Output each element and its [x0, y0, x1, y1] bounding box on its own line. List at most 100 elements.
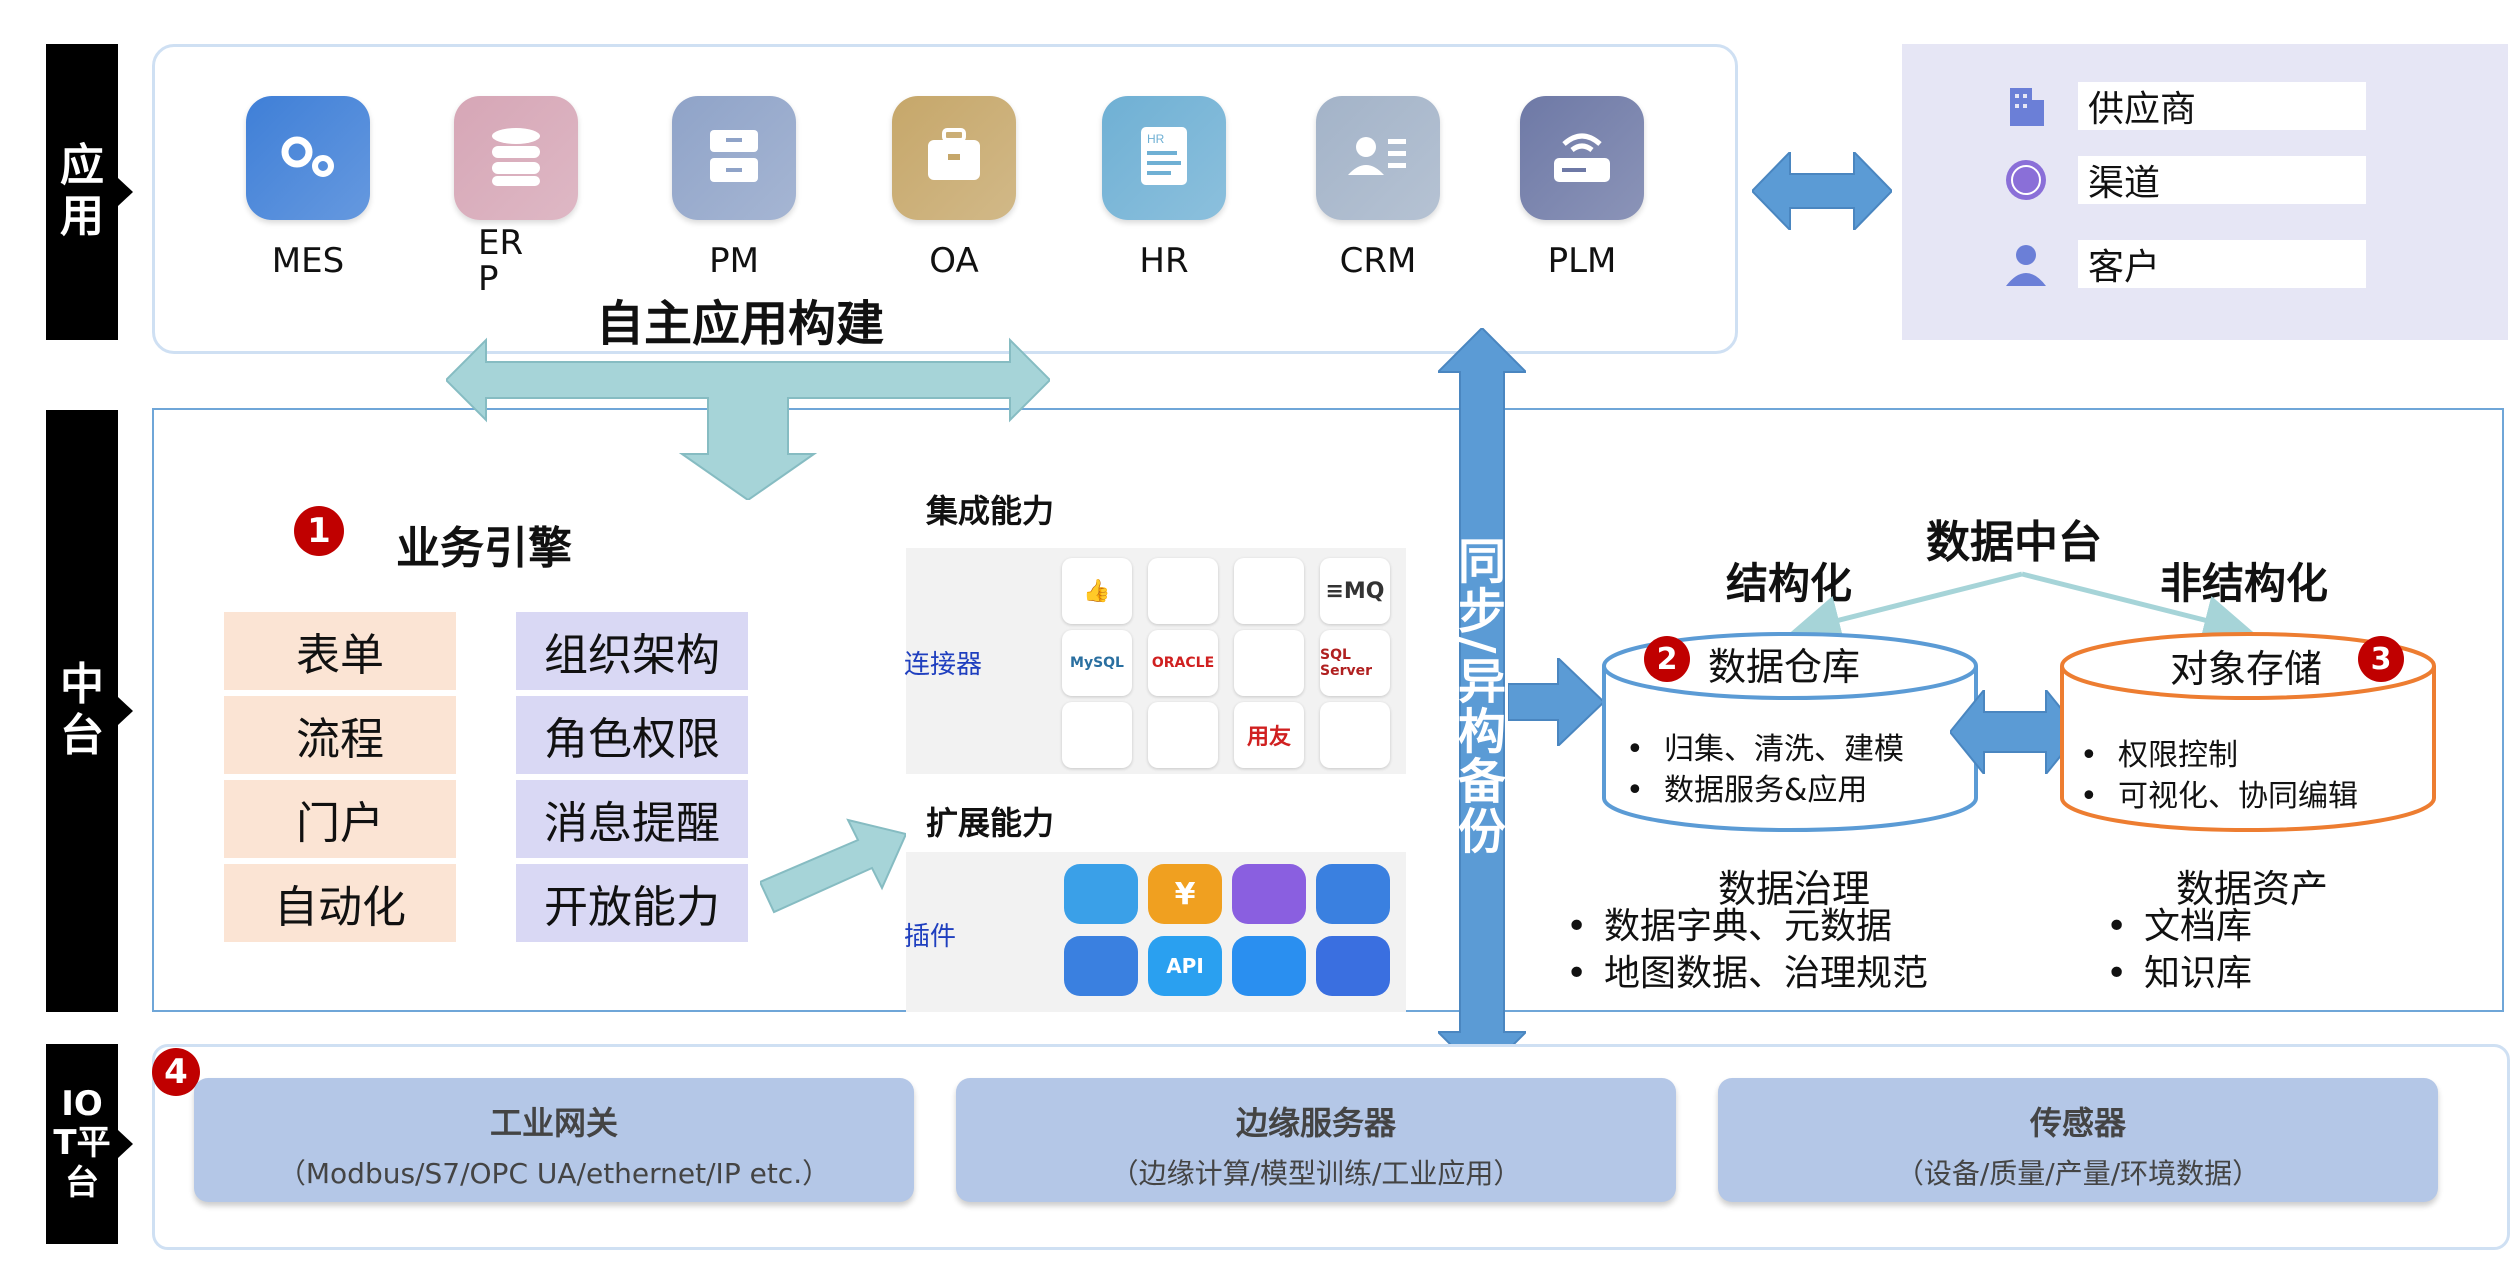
layer-label-iot: IOT平台: [46, 1044, 133, 1244]
data-platform-title: 数据中台: [1926, 517, 2102, 568]
data-platform-branch-lines: [1790, 571, 2254, 640]
connector-label: 连接器: [904, 650, 983, 680]
list-item: 数据字典、元数据: [1566, 904, 1928, 951]
layer-label-middle: 中台: [46, 410, 133, 1012]
iot-number-badge: 4: [152, 1048, 200, 1096]
iot-box: 边缘服务器（边缘计算/模型训练/工业应用）: [956, 1078, 1676, 1202]
list-item: 地图数据、治理规范: [1566, 951, 1928, 998]
connector-icon: ≡MQ: [1320, 558, 1390, 624]
contact-card-app-tile: [1316, 96, 1440, 220]
governance-items: 数据字典、元数据地图数据、治理规范: [1566, 904, 1928, 998]
external-row: 渠道: [2004, 156, 2366, 204]
sync-to-warehouse-arrow: [1508, 658, 1604, 746]
engine-title: 业务引擎: [396, 523, 572, 574]
database-icon: [486, 124, 546, 192]
integration-title: 集成能力: [926, 492, 1055, 530]
app-label: MES: [271, 241, 345, 281]
plugin-icon: [1064, 864, 1138, 924]
contact-card-icon: [1346, 129, 1410, 187]
connector-icon: SQL Server: [1320, 630, 1390, 696]
engine-module: 流程: [224, 696, 456, 774]
app-label: OA: [929, 241, 979, 281]
connector-icon: [1062, 702, 1132, 768]
router-app-tile: [1520, 96, 1644, 220]
engine-module: 开放能力: [516, 864, 748, 942]
layer-label-middle-text: 中台: [60, 659, 104, 761]
layer-label-app: 应用: [46, 44, 133, 340]
database-app-tile: [454, 96, 578, 220]
plugin-icon: [1232, 864, 1306, 924]
app-label: ER P: [478, 223, 524, 299]
engine-to-extension-arrow: [760, 818, 906, 914]
cabinet-icon: [704, 126, 764, 190]
engine-module: 自动化: [224, 864, 456, 942]
app-label: HR: [1139, 241, 1189, 281]
warehouse-title: 数据仓库: [1708, 645, 1861, 689]
external-label: 客户: [2078, 240, 2366, 288]
plugin-icon: ¥: [1148, 864, 1222, 924]
sync-backup-label: 同步/异构备份: [1449, 536, 1505, 856]
list-item: 可视化、协同编辑: [2080, 777, 2358, 818]
plugin-icon: [1064, 936, 1138, 996]
plugin-label: 插件: [904, 922, 957, 952]
connector-icon: ORACLE: [1148, 630, 1218, 696]
gear-app-tile: [246, 96, 370, 220]
plugin-icon: [1316, 936, 1390, 996]
object-storage-items: 权限控制可视化、协同编辑: [2080, 736, 2358, 817]
document-icon: HR: [1139, 125, 1189, 191]
iot-box-title: 边缘服务器: [1235, 1104, 1396, 1142]
connector-icon: [1234, 558, 1304, 624]
engine-module: 表单: [224, 612, 456, 690]
connector-icon: 👍: [1062, 558, 1132, 624]
seal-icon: [2004, 158, 2048, 202]
iot-box-title: 工业网关: [489, 1104, 618, 1142]
engine-module: 组织架构: [516, 612, 748, 690]
engine-module: 消息提醒: [516, 780, 748, 858]
briefcase-app-tile: [892, 96, 1016, 220]
list-item: 文档库: [2106, 904, 2252, 951]
building-icon: [2004, 84, 2048, 128]
engine-module: 门户: [224, 780, 456, 858]
layer-label-iot-text: IOT平台: [53, 1084, 111, 1203]
sync-backup-arrow: [1438, 328, 1526, 1076]
list-item: 知识库: [2106, 951, 2252, 998]
plugin-icon: [1316, 864, 1390, 924]
connector-icon: [1148, 558, 1218, 624]
external-label: 渠道: [2078, 156, 2366, 204]
briefcase-icon: [924, 128, 984, 188]
assets-items: 文档库知识库: [2106, 904, 2252, 998]
iot-box-subtitle: （设备/质量/产量/环境数据）: [1895, 1157, 2261, 1190]
plugin-icon: API: [1148, 936, 1222, 996]
svg-text:HR: HR: [1147, 132, 1165, 146]
iot-box-title: 传感器: [2029, 1104, 2126, 1142]
connector-icon: [1320, 702, 1390, 768]
app-label: PM: [709, 241, 759, 281]
layer-label-app-text: 应用: [60, 140, 104, 242]
list-item: 归集、清洗、建模: [1626, 730, 1904, 771]
external-label: 供应商: [2078, 82, 2366, 130]
iot-box: 工业网关（Modbus/S7/OPC UA/ethernet/IP etc.）: [194, 1078, 914, 1202]
list-item: 权限控制: [2080, 736, 2358, 777]
connector-icon: [1234, 630, 1304, 696]
cabinet-app-tile: [672, 96, 796, 220]
connector-icon: [1148, 702, 1218, 768]
iot-box: 传感器 （设备/质量/产量/环境数据）: [1718, 1078, 2438, 1202]
object-storage-title: 对象存储: [2170, 647, 2323, 691]
engine-number-badge: 1: [294, 506, 344, 556]
gear-icon: [273, 126, 343, 190]
app-external-arrow: [1752, 152, 1892, 230]
plugin-icon: [1232, 936, 1306, 996]
app-label: PLM: [1547, 241, 1617, 281]
self-build-title: 自主应用构建: [596, 296, 885, 352]
app-label: CRM: [1339, 241, 1417, 281]
warehouse-number-badge: 2: [1644, 636, 1690, 682]
self-build-arrow: [446, 337, 1050, 500]
person-icon: [2004, 242, 2048, 286]
external-row: 供应商: [2004, 82, 2366, 130]
extension-title: 扩展能力: [926, 804, 1055, 842]
external-row: 客户: [2004, 240, 2366, 288]
engine-module: 角色权限: [516, 696, 748, 774]
warehouse-items: 归集、清洗、建模数据服务&应用: [1626, 730, 1904, 811]
connector-icon: 用友: [1234, 702, 1304, 768]
connector-icon: MySQL: [1062, 630, 1132, 696]
